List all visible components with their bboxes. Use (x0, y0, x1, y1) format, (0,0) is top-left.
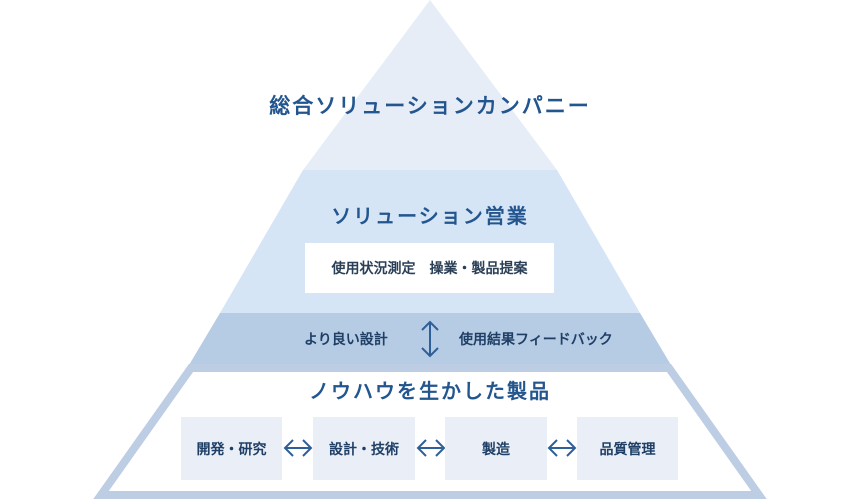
middle-tier-title: ソリューション営業 (331, 204, 529, 228)
tier-top-shape (303, 0, 557, 170)
vertical-double-arrow-icon (421, 320, 439, 358)
middle-tier-box-text: 使用状況測定 操業・製品提案 (331, 261, 528, 277)
process-label: 製造 (482, 441, 510, 458)
top-tier-title: 総合ソリューションカンパニー (269, 93, 591, 118)
middle-tier-box: 使用状況測定 操業・製品提案 (305, 243, 554, 293)
process-box-manufacturing: 製造 (445, 417, 547, 480)
process-box-quality: 品質管理 (577, 417, 678, 480)
bottom-tier-title: ノウハウを生かした製品 (309, 379, 551, 403)
process-label: 開発・研究 (196, 441, 267, 458)
horizontal-double-arrow-icon (547, 439, 577, 457)
process-label: 品質管理 (599, 441, 656, 458)
horizontal-double-arrow-icon (416, 439, 446, 457)
process-box-design: 設計・技術 (313, 417, 415, 480)
band-right-label: 使用結果フィードバック (459, 332, 613, 348)
process-label: 設計・技術 (329, 441, 399, 458)
band-left-label: より良い設計 (304, 332, 388, 348)
horizontal-double-arrow-icon (283, 439, 313, 457)
process-box-research: 開発・研究 (181, 417, 282, 480)
